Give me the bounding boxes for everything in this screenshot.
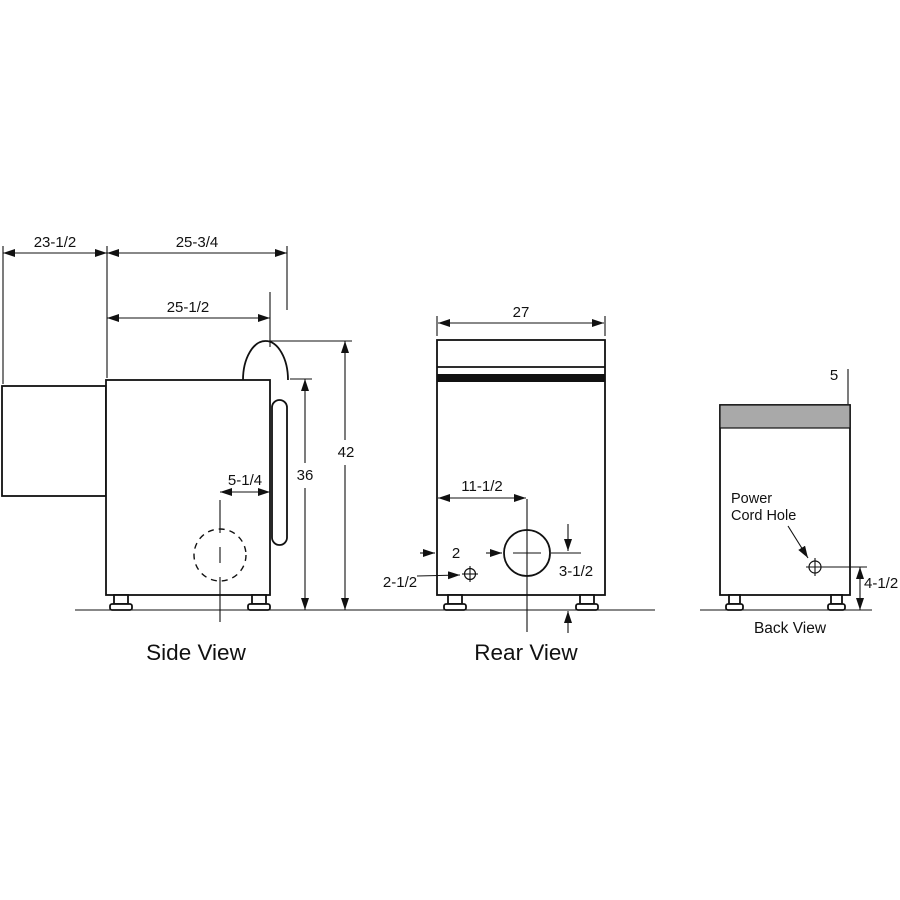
back-power-cord-crosshair bbox=[806, 558, 824, 576]
dim-body-depth-value: 25-1/2 bbox=[167, 299, 210, 316]
side-cabinet bbox=[105, 379, 271, 596]
leg bbox=[728, 594, 741, 605]
leg-foot bbox=[827, 603, 846, 611]
rear-top-band bbox=[437, 374, 605, 382]
leg bbox=[830, 594, 843, 605]
leg bbox=[447, 594, 463, 605]
leg-foot bbox=[575, 603, 599, 611]
rear-view: 27 11-1/2 2 2-1/2 3-1/2 Rear View bbox=[383, 304, 606, 665]
side-view-label: Side View bbox=[146, 640, 246, 665]
rear-power-cord-crosshair bbox=[462, 566, 478, 582]
side-view: 23-1/2 25-3/4 25-1/2 42 36 bbox=[1, 234, 355, 665]
dim-door-depth bbox=[2, 246, 108, 384]
dim-rear-width bbox=[436, 316, 606, 336]
dim-top-depth-value: 25-3/4 bbox=[176, 234, 219, 251]
back-view: Power Cord Hole 5 4-1/2 Back View bbox=[719, 367, 898, 637]
dim-exhaust-offset-value: 5-1/4 bbox=[228, 472, 262, 489]
dim-exhaust-height bbox=[551, 524, 581, 633]
rear-legs bbox=[443, 594, 599, 611]
rear-view-label: Rear View bbox=[474, 640, 578, 665]
back-cabinet bbox=[719, 404, 851, 596]
dim-total-height bbox=[262, 340, 352, 610]
dim-total-height-value: 42 bbox=[338, 444, 355, 461]
leg bbox=[579, 594, 595, 605]
leg-foot bbox=[109, 603, 133, 611]
leg bbox=[251, 594, 267, 605]
side-rear-trim bbox=[271, 399, 288, 546]
back-legs bbox=[725, 594, 846, 611]
leg bbox=[113, 594, 129, 605]
dim-rear-width-value: 27 bbox=[513, 304, 530, 321]
leg-foot bbox=[443, 603, 467, 611]
dim-cord-from-side-value: 5 bbox=[830, 367, 838, 384]
back-view-label: Back View bbox=[754, 620, 827, 637]
dim-body-height bbox=[290, 378, 312, 610]
dim-cord-offset-value: 2-1/2 bbox=[383, 574, 417, 591]
side-legs bbox=[109, 594, 271, 611]
dim-door-depth-value: 23-1/2 bbox=[34, 234, 77, 251]
dim-cord-height-value: 4-1/2 bbox=[864, 575, 898, 592]
power-cord-callout-line2: Cord Hole bbox=[731, 508, 796, 524]
leg-foot bbox=[725, 603, 744, 611]
power-cord-leader-arrow bbox=[787, 525, 809, 559]
dim-body-height-value: 36 bbox=[297, 467, 314, 484]
leg-foot bbox=[247, 603, 271, 611]
dim-cord-height bbox=[823, 566, 867, 610]
side-door-bulge bbox=[1, 385, 107, 497]
dim-exhaust-from-left-value: 11-1/2 bbox=[461, 478, 502, 495]
dim-cord-offset bbox=[416, 571, 461, 580]
back-shaded-band bbox=[719, 404, 851, 429]
dim-top-depth bbox=[107, 246, 288, 310]
dim-small-offset-value: 2 bbox=[452, 545, 460, 562]
dim-exhaust-height-value: 3-1/2 bbox=[559, 563, 593, 580]
dim-body-depth bbox=[107, 292, 271, 347]
power-cord-callout-line1: Power bbox=[731, 491, 772, 507]
side-console-bump bbox=[242, 340, 289, 381]
